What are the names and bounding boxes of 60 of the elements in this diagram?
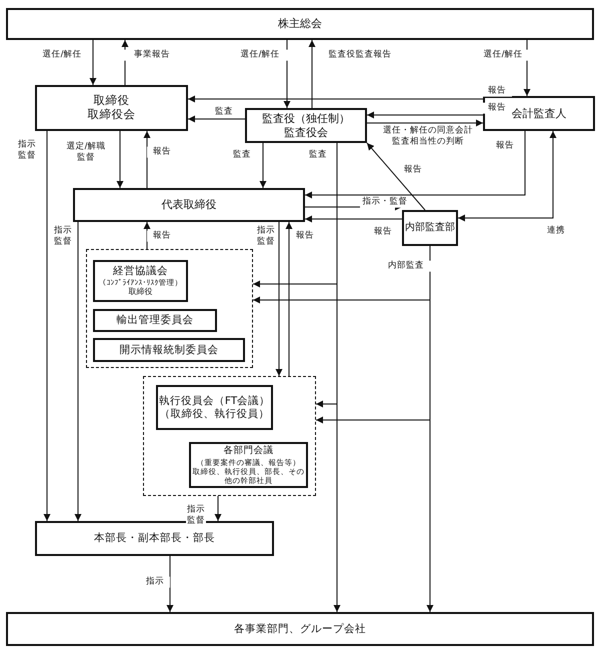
- edge-label: 報告: [482, 102, 512, 114]
- edge-label: 指示監督: [186, 504, 206, 526]
- org-box: [156, 385, 273, 430]
- arrow: [458, 130, 556, 222]
- arrow: [366, 112, 484, 118]
- box-title: 執行役員会（FT会議）: [158, 394, 270, 408]
- dashed-group-box: [143, 376, 316, 496]
- arrow: [304, 216, 402, 222]
- arrow: [286, 222, 292, 376]
- arrow: [188, 96, 484, 102]
- arrow: [144, 222, 150, 250]
- org-box: [73, 188, 305, 222]
- arrow: [304, 130, 526, 198]
- org-box: [189, 442, 308, 488]
- arrow: [214, 496, 222, 522]
- arrow: [260, 142, 266, 188]
- org-box: [402, 210, 458, 246]
- edge-label: 指示監督: [53, 225, 73, 247]
- box-title: 取締役: [94, 94, 130, 108]
- box-note: 取締役: [128, 287, 152, 297]
- box-title: 会計監査人: [512, 106, 566, 120]
- arrow: [308, 40, 316, 108]
- org-box: [35, 85, 188, 131]
- arrow: [90, 40, 96, 86]
- arrow: [276, 222, 282, 376]
- org-box: [6, 612, 594, 646]
- box-note: 監査役会: [284, 126, 328, 139]
- arrow: [188, 116, 246, 122]
- box-title: 内部監査部: [405, 222, 455, 234]
- org-box: [93, 309, 217, 332]
- arrow: [44, 130, 50, 522]
- dashed-group-box: [86, 249, 253, 368]
- box-title: 代表取締役: [162, 198, 216, 212]
- org-box: [483, 96, 595, 131]
- box-note: 取締役会: [88, 108, 136, 122]
- box-title: 各部門会議: [224, 445, 274, 457]
- arrow: [74, 222, 82, 522]
- box-title: 監査役（独任制）: [262, 112, 350, 126]
- arrow: [144, 130, 150, 188]
- arrow: [166, 556, 174, 612]
- edge-label: 指示監督: [17, 139, 37, 161]
- org-box: [245, 108, 367, 143]
- box-title: 輸出管理委員会: [116, 314, 194, 327]
- arrow: [116, 130, 124, 188]
- org-box: [93, 260, 188, 302]
- edge-label: 指示監督: [256, 225, 276, 247]
- box-title: 経営協議会: [113, 265, 168, 278]
- box-title: 開示情報統制委員会: [120, 344, 218, 356]
- box-title: 本部長・副本部長・部長: [94, 532, 215, 545]
- arrow: [366, 120, 484, 126]
- edge-label: 報告: [482, 86, 512, 96]
- box-note: （取締役、執行役員）: [160, 408, 270, 420]
- box-title: 株主総会: [278, 17, 322, 31]
- org-box: [6, 8, 594, 40]
- org-box: [93, 338, 245, 362]
- box-title: 各事業部門、グループ会社: [234, 622, 366, 636]
- edge-label: 指示・監督: [360, 196, 410, 208]
- edge-label: 選任・解任の同意会計監査相当性の判断: [382, 125, 474, 147]
- edge-label: 選定/解職監督: [64, 141, 108, 163]
- arrow: [366, 142, 426, 210]
